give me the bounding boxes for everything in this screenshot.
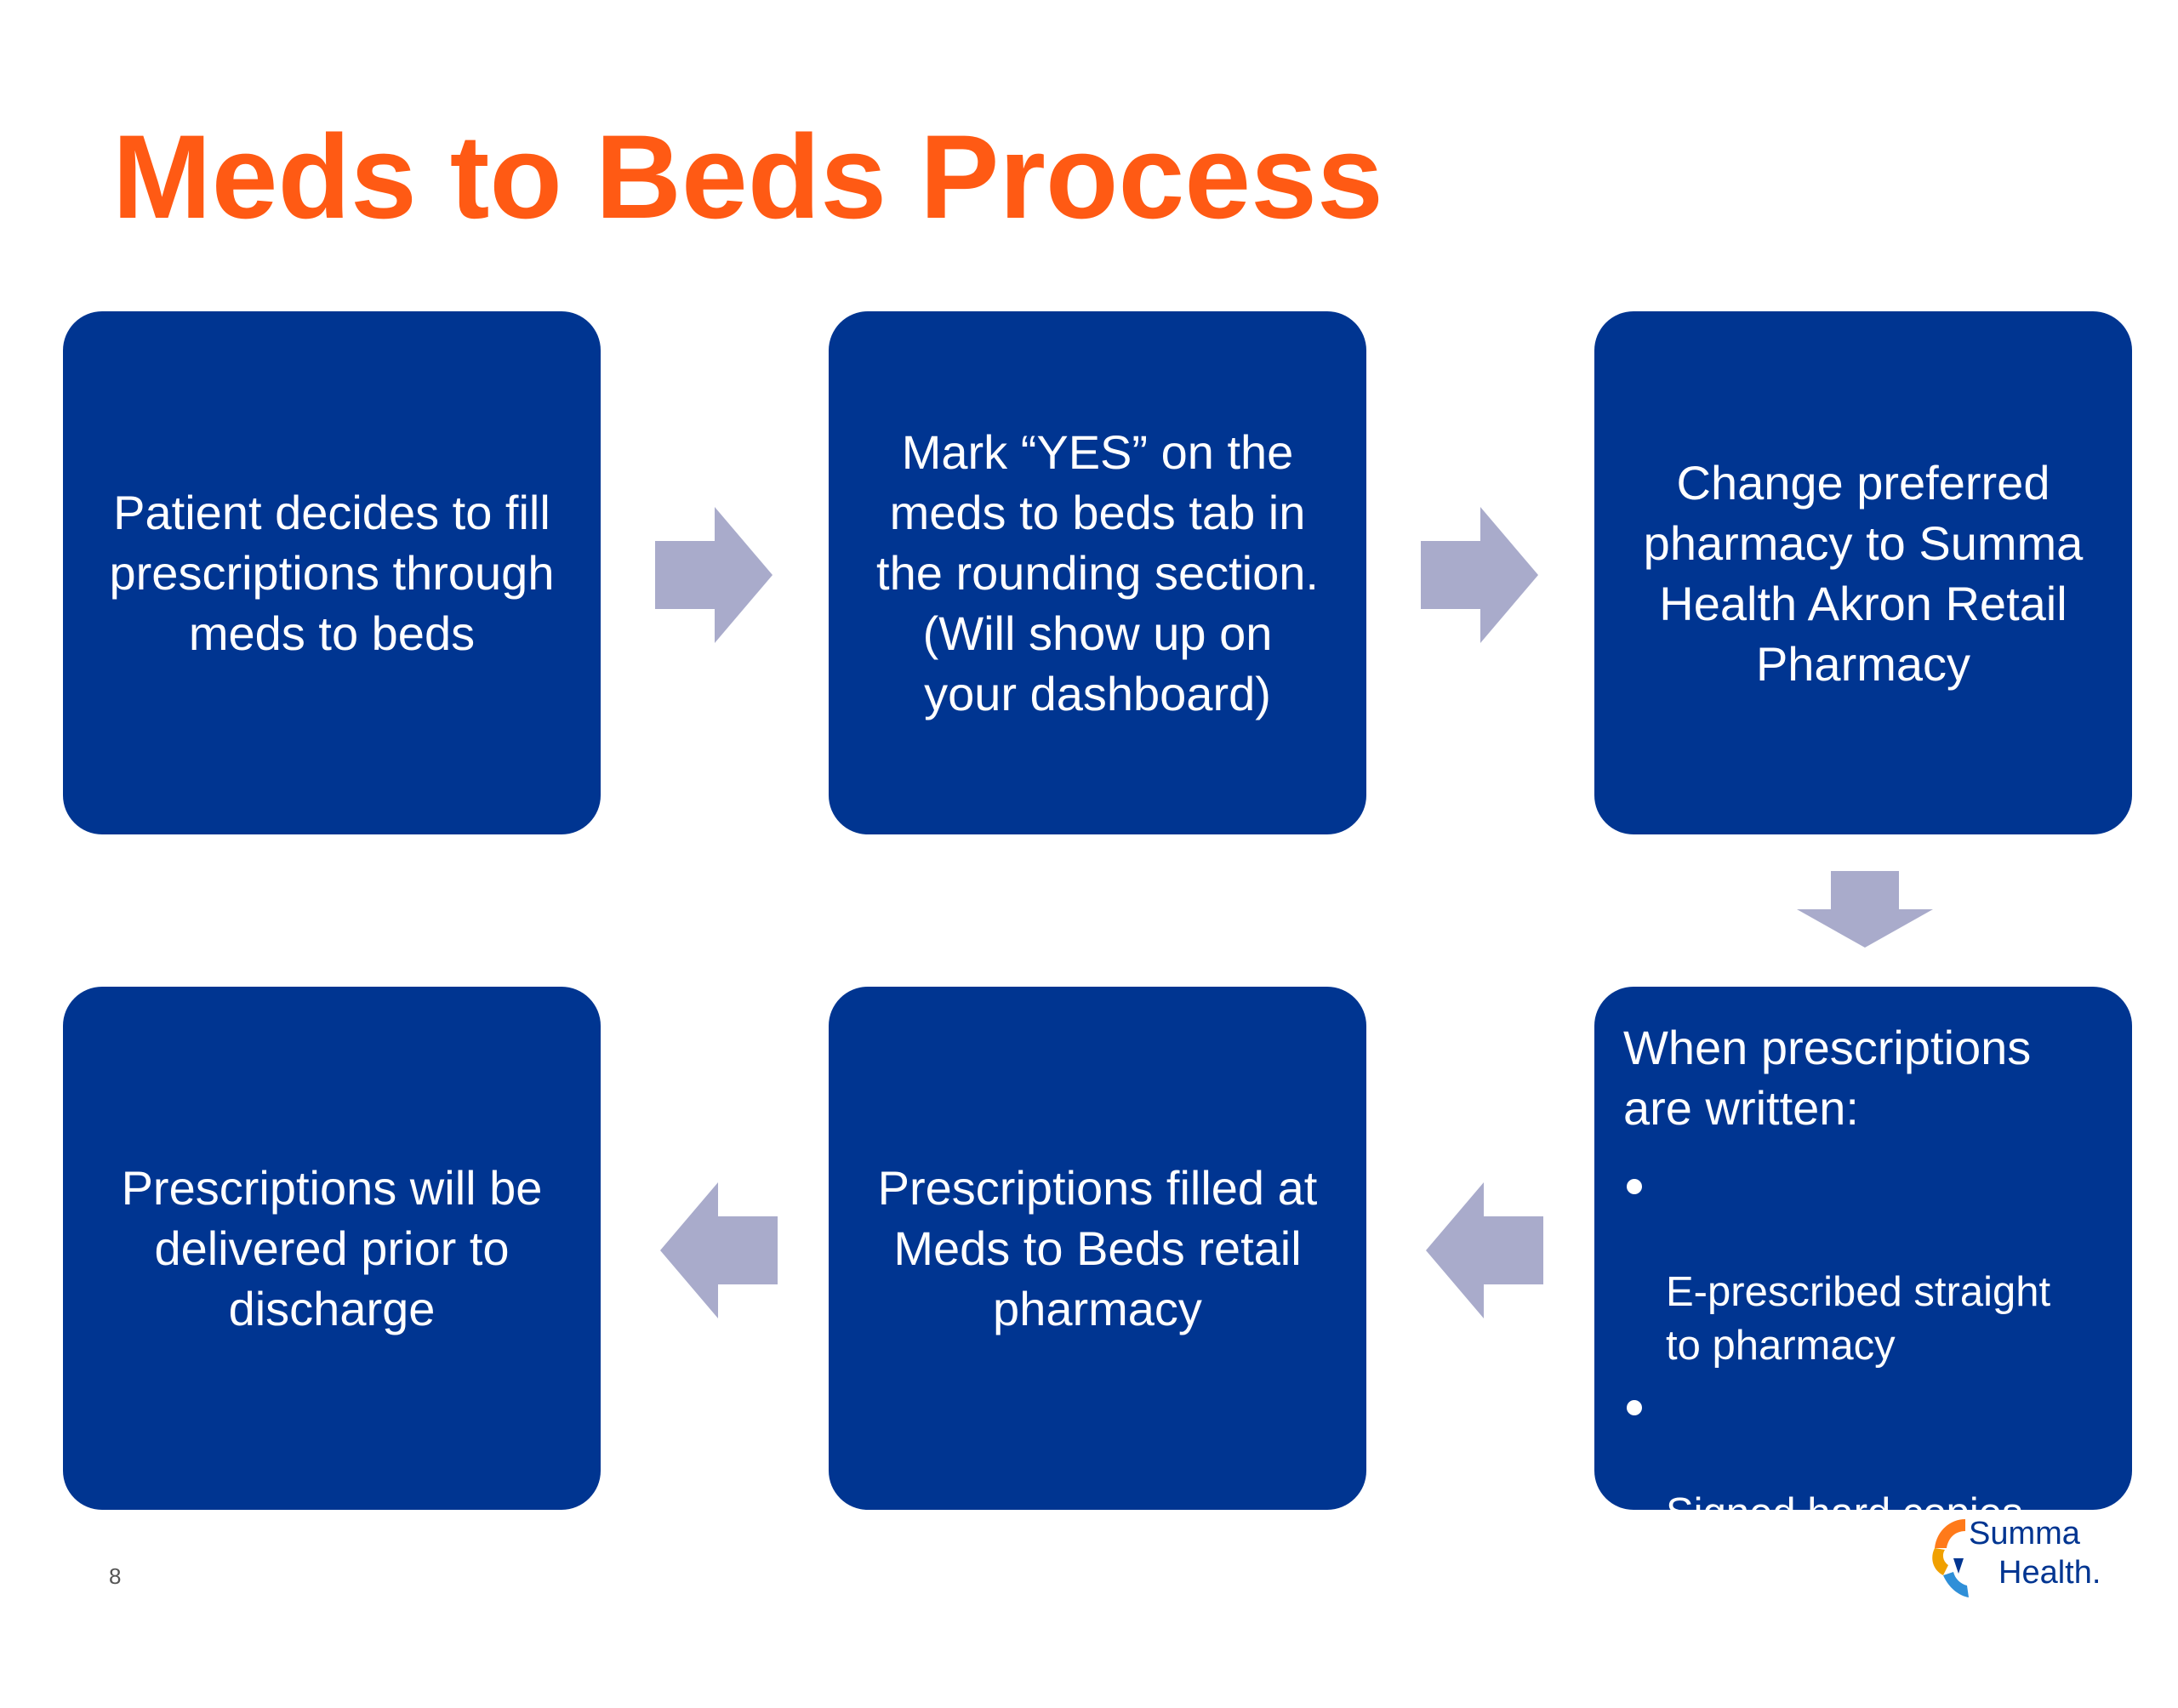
logo-mark-icon [1932, 1519, 1969, 1597]
summa-health-logo: Summa Health. [1924, 1514, 2101, 1603]
bullet-dot-icon [1627, 1400, 1642, 1415]
arrow-right-icon-2 [1421, 507, 1538, 643]
step-5-text: Prescriptions filled at Meds to Beds ret… [877, 1161, 1318, 1335]
bullet-dot-icon [1627, 1179, 1642, 1194]
step-box-2: Mark “YES” on the meds to beds tab in th… [829, 311, 1366, 834]
logo-word-summa: Summa [1969, 1516, 2080, 1551]
step-3-text: Change preferred pharmacy to Summa Healt… [1643, 455, 2084, 691]
slide-title: Meds to Beds Process [112, 110, 1383, 243]
step-box-3: Change preferred pharmacy to Summa Healt… [1594, 311, 2132, 834]
arrow-down-icon [1797, 871, 1933, 948]
step-4-bullet-1: E-prescribed straight to pharmacy [1623, 1159, 2050, 1373]
step-2-text: Mark “YES” on the meds to beds tab in th… [876, 425, 1319, 720]
logo-word-health: Health. [1998, 1555, 2101, 1591]
step-4-bullet-1-text: E-prescribed straight to pharmacy [1666, 1269, 2051, 1369]
page-number: 8 [109, 1563, 122, 1589]
step-4-heading: When prescriptions are written: [1623, 1021, 2032, 1135]
arrow-left-icon-2 [660, 1182, 778, 1318]
step-box-1: Patient decides to fill prescriptions th… [63, 311, 601, 834]
step-6-text: Prescriptions will be delivered prior to… [121, 1161, 543, 1335]
step-4-bullet-list: E-prescribed straight to pharmacy Signed… [1623, 1159, 2050, 1708]
step-1-text: Patient decides to fill prescriptions th… [109, 486, 555, 660]
step-box-5: Prescriptions filled at Meds to Beds ret… [829, 987, 1366, 1510]
step-box-4: When prescriptions are written: E-prescr… [1594, 987, 2132, 1697]
arrow-left-icon-1 [1426, 1182, 1543, 1318]
step-box-6: Prescriptions will be delivered prior to… [63, 987, 601, 1510]
arrow-right-icon-1 [655, 507, 773, 643]
